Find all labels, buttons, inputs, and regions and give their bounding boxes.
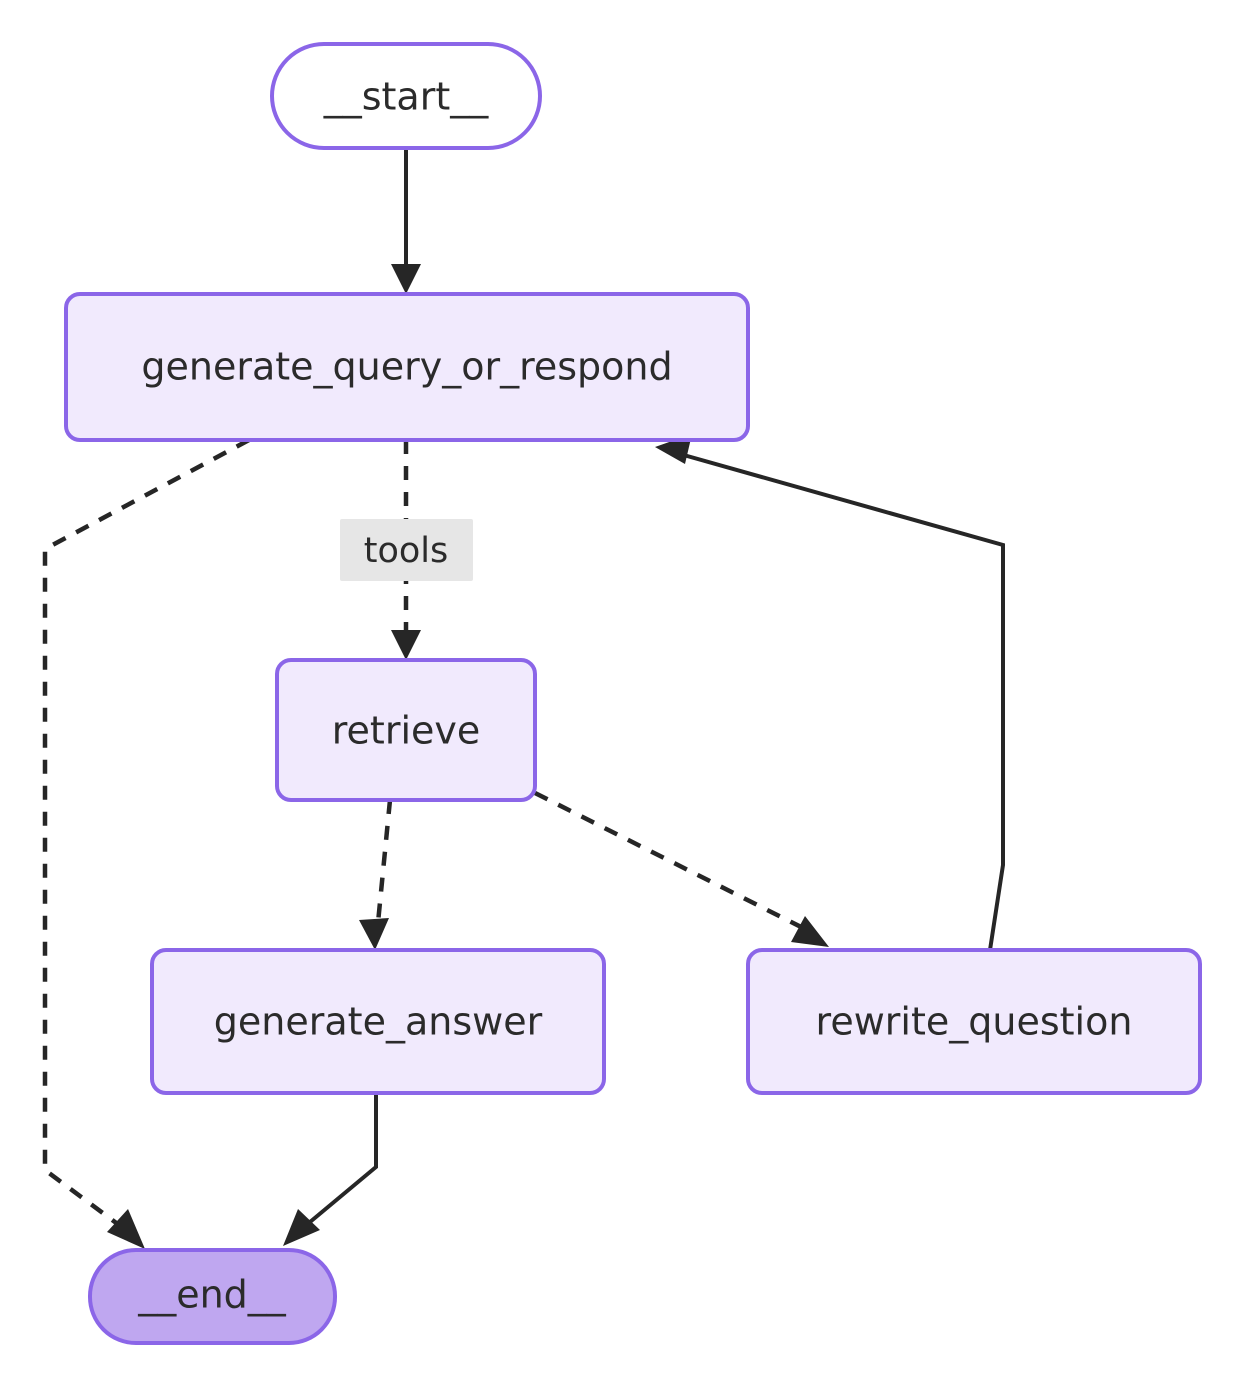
node-end[interactable]: __end__ — [88, 1248, 337, 1345]
node-layer: __start__ generate_query_or_respond retr… — [64, 42, 1202, 1345]
edge-path — [296, 1093, 378, 1234]
arrowhead-icon — [107, 1209, 145, 1249]
node-start-shape[interactable] — [270, 42, 542, 150]
node-end-label: __end__ — [137, 1273, 287, 1317]
node-rewrite-question[interactable]: rewrite_question — [746, 948, 1202, 1095]
node-generate-answer-label: generate_answer — [214, 1000, 543, 1044]
arrowhead-icon — [791, 916, 829, 947]
edge-path — [672, 450, 1005, 951]
node-generate-query-or-respond-label: generate_query_or_respond — [141, 345, 672, 389]
node-generate-answer-shape[interactable] — [150, 948, 606, 1095]
edge-generate-query-or-respond-to-retrieve — [391, 440, 421, 660]
arrowhead-icon — [359, 918, 389, 950]
node-generate-answer[interactable]: generate_answer — [150, 948, 606, 1095]
arrowhead-icon — [391, 630, 421, 660]
edge-path — [374, 799, 393, 934]
edge-label-layer: tools — [340, 519, 473, 581]
node-rewrite-question-label: rewrite_question — [816, 1000, 1133, 1044]
node-generate-query-or-respond-shape[interactable] — [64, 292, 750, 442]
node-rewrite-question-shape[interactable] — [746, 948, 1202, 1095]
node-start-label: __start__ — [323, 75, 490, 119]
node-retrieve-label: retrieve — [332, 709, 481, 753]
node-end-shape[interactable] — [88, 1248, 337, 1345]
edge-retrieve-to-generate-answer — [359, 799, 393, 950]
arrowhead-icon — [283, 1209, 320, 1246]
node-start[interactable]: __start__ — [270, 42, 542, 150]
arrowhead-icon — [391, 264, 421, 294]
node-retrieve[interactable]: retrieve — [275, 658, 537, 802]
node-generate-query-or-respond[interactable]: generate_query_or_respond — [64, 292, 750, 442]
edge-start-to-generate-query-or-respond — [391, 148, 421, 294]
edge-label-text: tools — [364, 531, 449, 571]
edge-generate-answer-to-end — [283, 1093, 378, 1246]
edge-rewrite-question-to-generate-query-or-respond — [655, 434, 1005, 951]
edge-label-tools: tools — [340, 519, 473, 581]
edge-generate-query-or-respond-to-end — [42, 438, 251, 1249]
edge-retrieve-to-rewrite-question — [533, 790, 829, 947]
edge-label-background — [340, 519, 473, 581]
node-retrieve-shape[interactable] — [275, 658, 537, 802]
edge-path — [533, 790, 813, 935]
edge-path — [42, 438, 251, 1236]
